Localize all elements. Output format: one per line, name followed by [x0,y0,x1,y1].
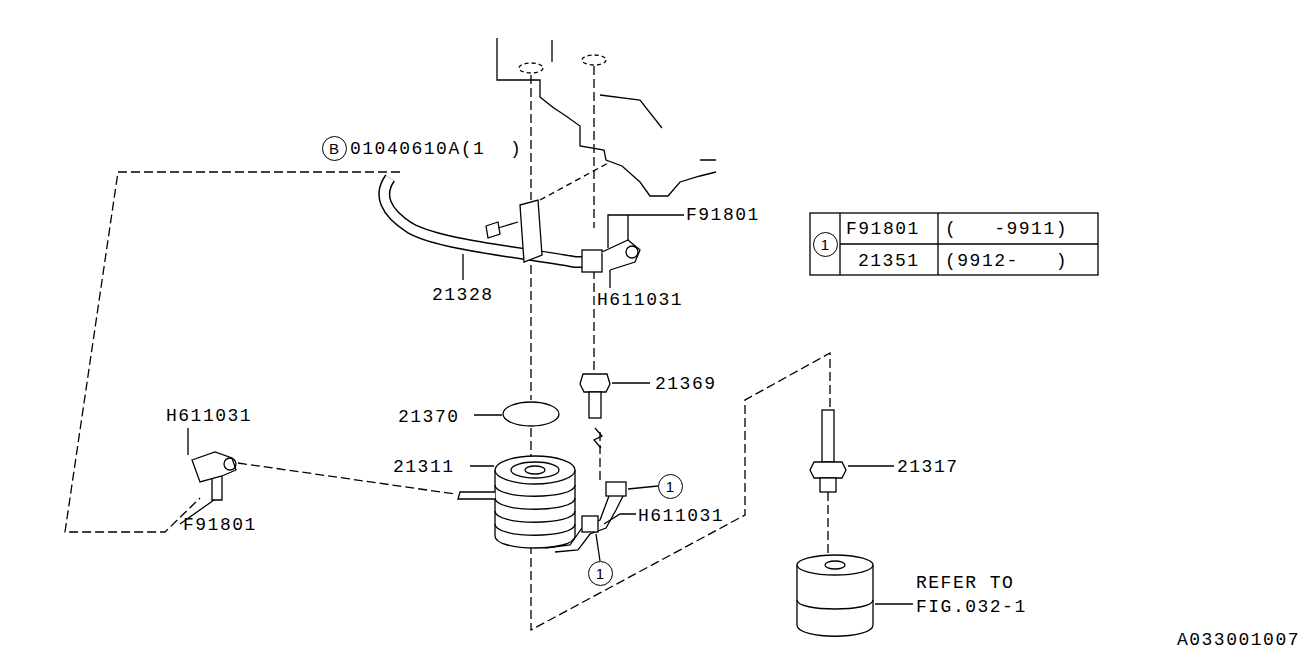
part-label: 21317 [897,456,959,478]
callout-text: 1 [666,478,674,495]
part-label: F91801 [846,218,920,240]
callout-text: B [329,140,339,157]
part-label: H611031 [638,505,724,527]
part-label: (9912- ) [945,250,1068,272]
part-label: REFER TO FIG.032-1 [916,571,1036,619]
callout-text: 1 [596,565,604,582]
part-label: F91801 [686,204,760,226]
part-label: A033001007 [1177,629,1300,651]
callout-circle: B [322,136,347,161]
part-label: F91801 [183,514,257,536]
callout-circle: 1 [658,474,683,499]
callout-text: 1 [821,236,829,253]
part-label: H611031 [597,289,683,311]
part-label: H611031 [166,405,252,427]
part-label: 21328 [432,284,494,306]
callout-circle: 1 [813,232,838,257]
part-label: 01040610A(1 ) [350,138,522,160]
part-label: 21370 [398,406,460,428]
part-label: ( -9911) [945,218,1068,240]
part-label: 21351 [858,250,920,272]
part-label: 21311 [393,456,455,478]
callout-circle: 1 [588,561,613,586]
part-label: 21369 [655,373,717,395]
